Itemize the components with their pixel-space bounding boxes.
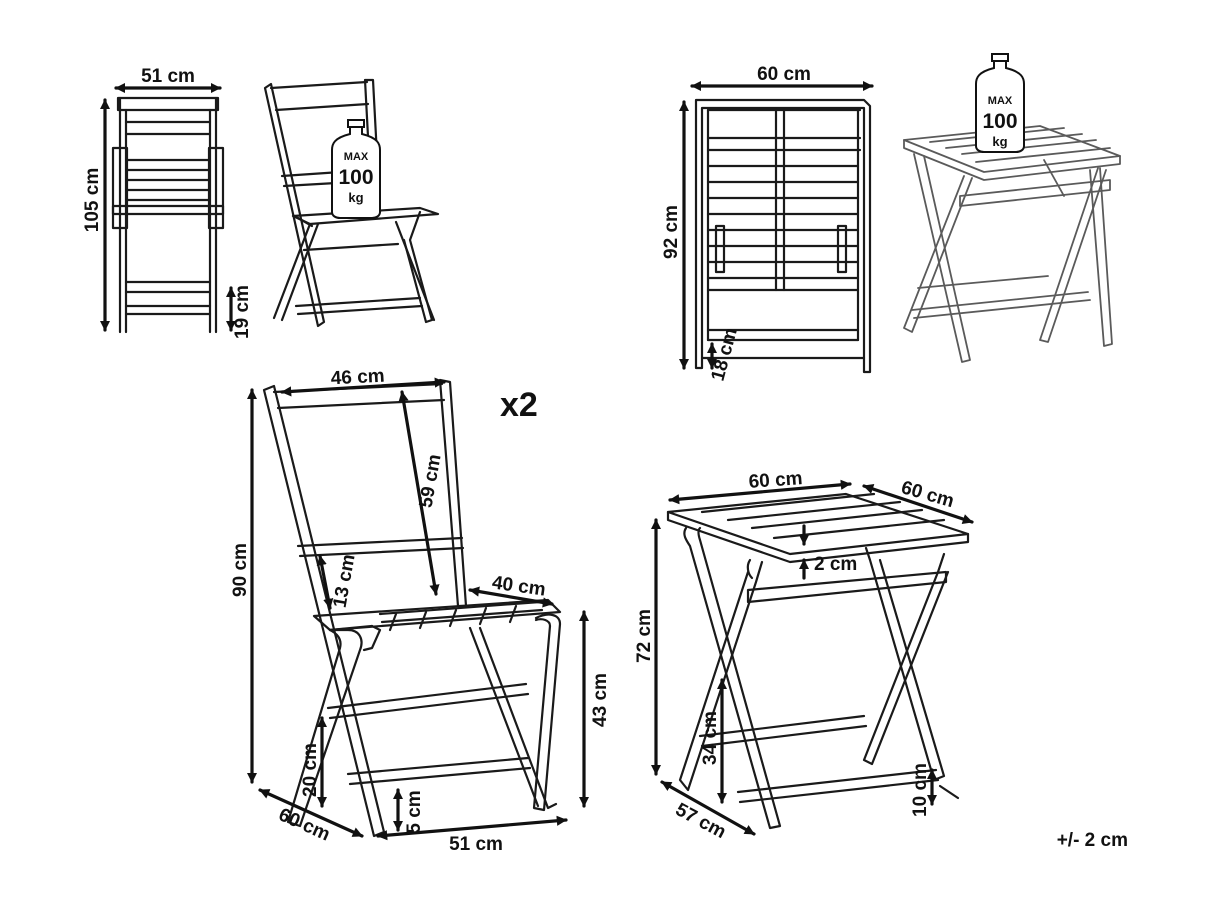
- table-width-arrow: [668, 479, 852, 505]
- chair-front-ground-label: 19 cm: [232, 285, 253, 339]
- table-width-label: 60 cm: [748, 468, 803, 493]
- table-depth-label: 57 cm: [672, 799, 729, 843]
- table-folded-height-label: 92 cm: [661, 205, 682, 259]
- table-height-label: 72 cm: [634, 609, 655, 663]
- weight-value-label-table: 100: [982, 110, 1017, 133]
- chair-seat-depth-arrow: [468, 586, 554, 608]
- weight-unit-label: kg: [348, 190, 363, 205]
- chair-front-height-label: 105 cm: [82, 168, 103, 232]
- weight-icon-table: MAX 100 kg: [975, 53, 1025, 153]
- table-top-depth-arrow: [862, 484, 974, 524]
- table-foot-height-label: 10 cm: [910, 763, 931, 817]
- weight-max-label-table: MAX: [988, 95, 1013, 107]
- chair-gap-arrow: [316, 554, 334, 610]
- chair-open-drawing: [263, 78, 440, 328]
- chair-front-drawing: [111, 96, 225, 334]
- chair-depth-arrow: [258, 788, 364, 838]
- chair-front-width-label: 51 cm: [141, 66, 195, 87]
- chair-open-view: MAX 100 kg: [263, 78, 440, 328]
- table-open-drawing: [903, 125, 1121, 363]
- weight-value-label: 100: [338, 166, 373, 189]
- table-folded-view: 60 cm 92 cm 18 cm: [661, 64, 874, 383]
- weight-icon: MAX 100 kg: [331, 119, 381, 219]
- table-folded-width-label: 60 cm: [757, 64, 811, 85]
- weight-unit-label-table: kg: [992, 134, 1007, 149]
- weight-max-label: MAX: [344, 151, 369, 163]
- chair-quantity-label: x2: [500, 386, 538, 424]
- table-top-thickness-label: 2 cm: [814, 554, 857, 575]
- chair-foot-height-label: 5 cm: [404, 790, 425, 833]
- chair-gap-label: 13 cm: [330, 553, 360, 610]
- chair-back-height-arrow: [398, 390, 440, 596]
- table-folded-drawing: [694, 98, 872, 374]
- table-depth-arrow: [660, 780, 756, 836]
- chair-back-width-arrow: [280, 377, 446, 397]
- table-bar-height-label: 34 cm: [700, 711, 721, 765]
- chair-back-height-label: 59 cm: [416, 453, 446, 510]
- tolerance-note: +/- 2 cm: [1057, 830, 1128, 851]
- chair-total-height-label: 90 cm: [230, 543, 251, 597]
- chair-seat-height-label: 43 cm: [590, 673, 611, 727]
- chair-front-view: 51 cm 105 cm 19 cm: [82, 66, 253, 339]
- table-main-view: 60 cm 60 cm 2 cm 72 cm 34 cm 10 cm 57 cm: [634, 468, 974, 843]
- chair-bar-height-label: 20 cm: [300, 743, 321, 797]
- chair-back-width-label: 46 cm: [330, 366, 385, 390]
- chair-width-arrow: [376, 815, 568, 841]
- chair-width-label: 51 cm: [449, 834, 503, 855]
- chair-main-view: x2 46 cm 59 cm 90 cm 13 cm 40 cm 43 cm 2…: [230, 366, 611, 855]
- table-open-view: MAX 100 kg: [903, 53, 1121, 363]
